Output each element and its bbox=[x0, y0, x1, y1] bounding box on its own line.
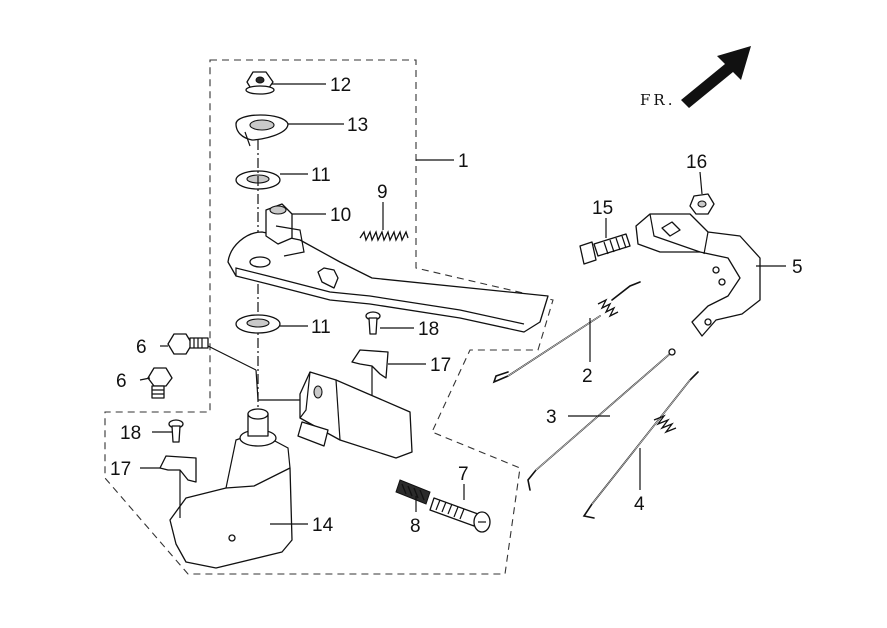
callout-15: 15 bbox=[592, 198, 613, 219]
part-5-bracket bbox=[635, 213, 761, 337]
part-18-screw-lower bbox=[168, 419, 184, 443]
part-4-spring-rod bbox=[582, 371, 699, 519]
leader-lines bbox=[139, 83, 786, 525]
part-10-pivot bbox=[265, 203, 305, 257]
part-11-washer-lower bbox=[235, 314, 281, 334]
callout-11-upper: 11 bbox=[311, 165, 331, 186]
callout-labels: 12 13 11 10 9 1 11 6 6 18 17 18 17 14 8 … bbox=[110, 75, 803, 537]
callout-14: 14 bbox=[312, 515, 334, 536]
callout-1: 1 bbox=[458, 151, 469, 172]
part-1-lever-plate bbox=[227, 231, 549, 333]
part-14-base-plate bbox=[169, 408, 293, 569]
callout-17-upper: 17 bbox=[430, 355, 451, 376]
front-arrow-icon bbox=[681, 46, 751, 108]
callout-10: 10 bbox=[330, 205, 351, 226]
front-direction-indicator: FR. bbox=[640, 46, 751, 109]
callout-13: 13 bbox=[347, 115, 368, 136]
part-12-nut bbox=[245, 71, 275, 95]
callout-17-lower: 17 bbox=[110, 459, 131, 480]
bolt-axis bbox=[207, 345, 300, 401]
callout-12: 12 bbox=[330, 75, 351, 96]
callout-5: 5 bbox=[792, 257, 803, 278]
part-9-spring bbox=[359, 230, 409, 242]
part-6-bolt-upper bbox=[167, 333, 209, 355]
callout-8: 8 bbox=[410, 516, 421, 537]
part-7-screw bbox=[429, 497, 491, 533]
callout-18-lower: 18 bbox=[120, 423, 141, 444]
part-13-washer bbox=[235, 114, 289, 147]
part-17-clip-lower bbox=[159, 455, 197, 518]
part-3-rod bbox=[527, 348, 676, 491]
part-16-nut bbox=[689, 193, 715, 215]
callout-9: 9 bbox=[377, 182, 388, 203]
callout-4: 4 bbox=[634, 494, 645, 515]
part-8-spring bbox=[395, 479, 431, 505]
callout-7: 7 bbox=[458, 464, 469, 485]
callout-6-lower: 6 bbox=[116, 371, 127, 392]
part-18-screw-upper bbox=[365, 311, 381, 335]
front-label: FR. bbox=[640, 91, 675, 109]
callout-6-upper: 6 bbox=[136, 337, 147, 358]
callout-3: 3 bbox=[546, 407, 557, 428]
callout-18-upper: 18 bbox=[418, 319, 439, 340]
callout-16: 16 bbox=[686, 152, 707, 173]
part-15-bolt bbox=[579, 233, 631, 265]
part-2-spring-rod bbox=[492, 281, 641, 384]
mounting-bracket bbox=[297, 371, 413, 459]
part-6-bolt-lower bbox=[147, 367, 173, 399]
callout-11-lower: 11 bbox=[311, 317, 331, 338]
assembly-boundary-upper bbox=[104, 59, 554, 575]
callout-2: 2 bbox=[582, 366, 593, 387]
